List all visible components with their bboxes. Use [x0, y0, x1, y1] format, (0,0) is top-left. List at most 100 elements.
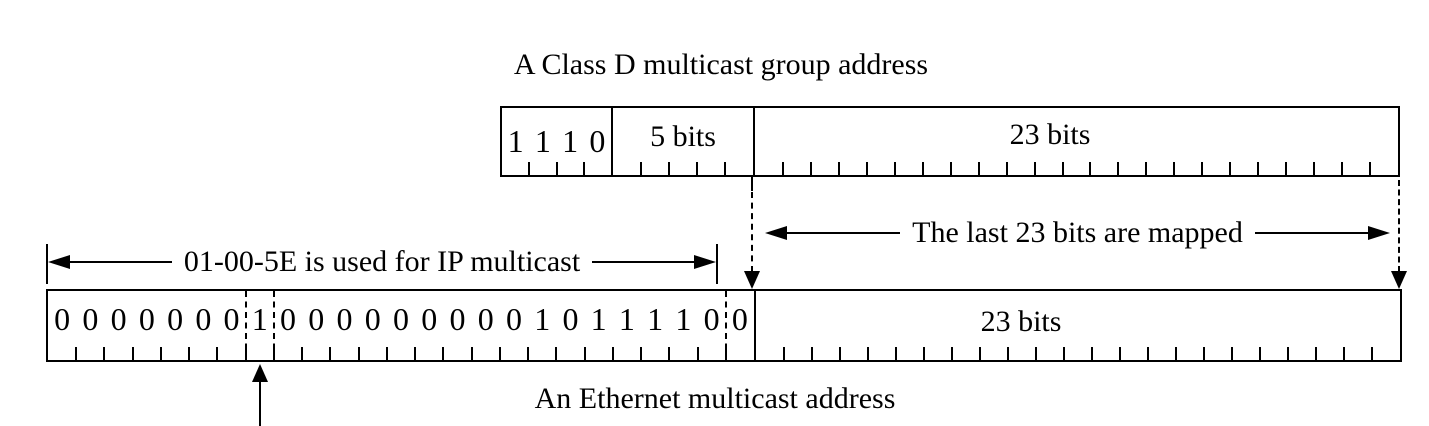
bit-tick	[893, 162, 896, 175]
bit-tick	[781, 162, 784, 175]
bit-tick	[668, 162, 670, 175]
bit-tick	[1091, 347, 1093, 360]
bit-tick	[1313, 162, 1316, 175]
cell-divider-1110-5bits	[611, 108, 613, 175]
bit-tick	[811, 347, 813, 360]
arrow-line	[70, 261, 172, 263]
left-arrowhead-icon	[48, 255, 70, 269]
mapping-dashed-line-right	[1398, 180, 1400, 272]
ethernet-bit-digit: 0	[280, 301, 297, 337]
ethernet-bit-digit: 0	[167, 301, 184, 337]
bit-tick	[103, 347, 106, 360]
ethernet-title: An Ethernet multicast address	[534, 382, 896, 415]
mapped-bits-arrow: The last 23 bits are mapped	[765, 216, 1391, 250]
ethernet-bit-digit: 1	[675, 301, 692, 337]
bit-tick	[1341, 162, 1344, 175]
bit-tick	[1229, 162, 1232, 175]
bit-tick	[696, 162, 698, 175]
bit-tick	[979, 347, 981, 360]
ethernet-bit-digit: 0	[82, 301, 99, 337]
ethernet-bit-digit: 0	[505, 301, 522, 337]
bit-tick	[837, 162, 840, 175]
bit-tick	[1035, 347, 1037, 360]
right-arrowhead-icon	[694, 255, 717, 269]
bit-tick	[951, 347, 953, 360]
ethernet-bit-digit: 0	[223, 301, 240, 337]
bit-tick	[611, 347, 614, 360]
bit-tick	[1145, 162, 1148, 175]
ethernet-bit-digit: 0	[195, 301, 212, 337]
bit-tick	[1089, 162, 1092, 175]
prefix-arrow: 01-00-5E is used for IP multicast	[48, 245, 717, 279]
bit-tick	[696, 347, 699, 360]
bit-tick	[1371, 347, 1373, 360]
bit-tick	[1287, 347, 1289, 360]
bit-tick	[555, 347, 558, 360]
ethernet-bit-digit: 0	[138, 301, 155, 337]
right-arrowhead-icon	[1368, 226, 1391, 240]
bit-tick	[1061, 162, 1064, 175]
bit-tick	[809, 162, 812, 175]
prefix-bit-digit: 1	[507, 123, 524, 159]
down-arrowhead-right-icon	[1391, 271, 1407, 289]
bit-tick	[385, 347, 388, 360]
bit-tick	[724, 162, 726, 175]
ethernet-bit-digit: 0	[336, 301, 353, 337]
ethernet-bit-digit: 1	[618, 301, 635, 337]
bit-tick	[1203, 347, 1205, 360]
ethernet-bit-digit: 0	[364, 301, 381, 337]
prefix-bit-digit: 0	[589, 123, 606, 159]
bit-tick	[1147, 347, 1149, 360]
ethernet-bit-digit: 0	[308, 301, 325, 337]
bit-tick	[1231, 347, 1233, 360]
ethernet-bit-digit: 1	[534, 301, 551, 337]
bit-tick	[442, 347, 445, 360]
bit-tick	[921, 162, 924, 175]
bit-tick	[949, 162, 952, 175]
bit-tick	[583, 347, 586, 360]
bit-tick	[498, 347, 501, 360]
bit-tick	[1007, 347, 1009, 360]
down-arrowhead-left-icon	[744, 271, 760, 289]
mapped-arrow-label: The last 23 bits are mapped	[912, 216, 1243, 249]
prefix-bit-digit: 1	[534, 123, 551, 159]
bit-tick	[895, 347, 897, 360]
bit-boundary-dashed-line	[724, 291, 727, 360]
ethernet-bit-digit: 0	[110, 301, 127, 337]
ethernet-bit-digit: 0	[421, 301, 438, 337]
ethernet-bit-digit: 0	[477, 301, 494, 337]
bit-tick	[528, 162, 531, 175]
bit-tick	[1315, 347, 1317, 360]
bit-tick	[357, 347, 360, 360]
bit-tick	[1343, 347, 1345, 360]
bit-tick	[470, 347, 473, 360]
bit-tick	[527, 347, 530, 360]
top-23-bits-label: 23 bits	[1009, 118, 1091, 151]
bit-tick	[582, 162, 585, 175]
arrow-line	[787, 232, 901, 234]
bit-tick	[923, 347, 925, 360]
bit-tick	[1369, 162, 1372, 175]
bit-tick	[1063, 347, 1065, 360]
bit-tick	[1259, 347, 1261, 360]
bit-tick	[1173, 162, 1176, 175]
cell-divider-5bits-23bits	[753, 108, 755, 175]
bit-tick	[783, 347, 785, 360]
bit-tick	[159, 347, 162, 360]
bit-tick	[867, 347, 869, 360]
bit-tick	[839, 347, 841, 360]
bit-tick	[1005, 162, 1008, 175]
ethernet-bit-digit: 0	[54, 301, 71, 337]
boundary-stub-line	[751, 177, 753, 191]
up-arrowhead-icon	[252, 364, 268, 382]
class-d-title: A Class D multicast group address	[513, 48, 929, 81]
bit-boundary-dashed-line	[244, 291, 247, 360]
bit-tick	[301, 347, 304, 360]
ethernet-bit-digit: 0	[731, 301, 748, 337]
arrow-line	[592, 261, 695, 263]
bit-tick	[668, 347, 671, 360]
bit-tick	[1285, 162, 1288, 175]
